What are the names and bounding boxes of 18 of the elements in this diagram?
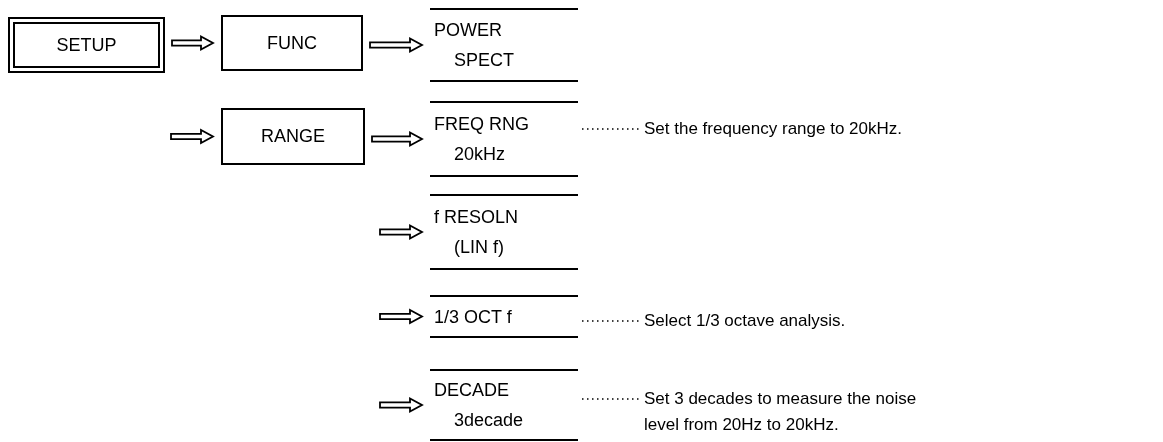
- double-arrow: [369, 37, 424, 53]
- double-arrow: [379, 224, 424, 240]
- note-text: Set 3 decades to measure the noise level from 20Hz to 20kHz.: [644, 386, 954, 438]
- double-framed-key: SETUP: [8, 17, 165, 73]
- key-box: RANGE: [221, 108, 365, 165]
- double-arrow: [170, 128, 215, 145]
- double-arrow: [371, 131, 424, 147]
- soft-key-label: f RESOLN (LIN f): [430, 194, 578, 270]
- double-arrow: [379, 397, 424, 413]
- key-box: FUNC: [221, 15, 363, 71]
- soft-key-label: DECADE 3decade: [430, 369, 578, 441]
- double-arrow: [171, 35, 215, 51]
- note-text: Select 1/3 octave analysis.: [644, 308, 1124, 332]
- soft-key-label: FREQ RNG 20kHz: [430, 101, 578, 177]
- double-arrow: [379, 308, 424, 325]
- soft-key-label: 1/3 OCT f: [430, 295, 578, 338]
- soft-key-label: POWER SPECT: [430, 8, 578, 82]
- note-text: Set the frequency range to 20kHz.: [644, 116, 1124, 140]
